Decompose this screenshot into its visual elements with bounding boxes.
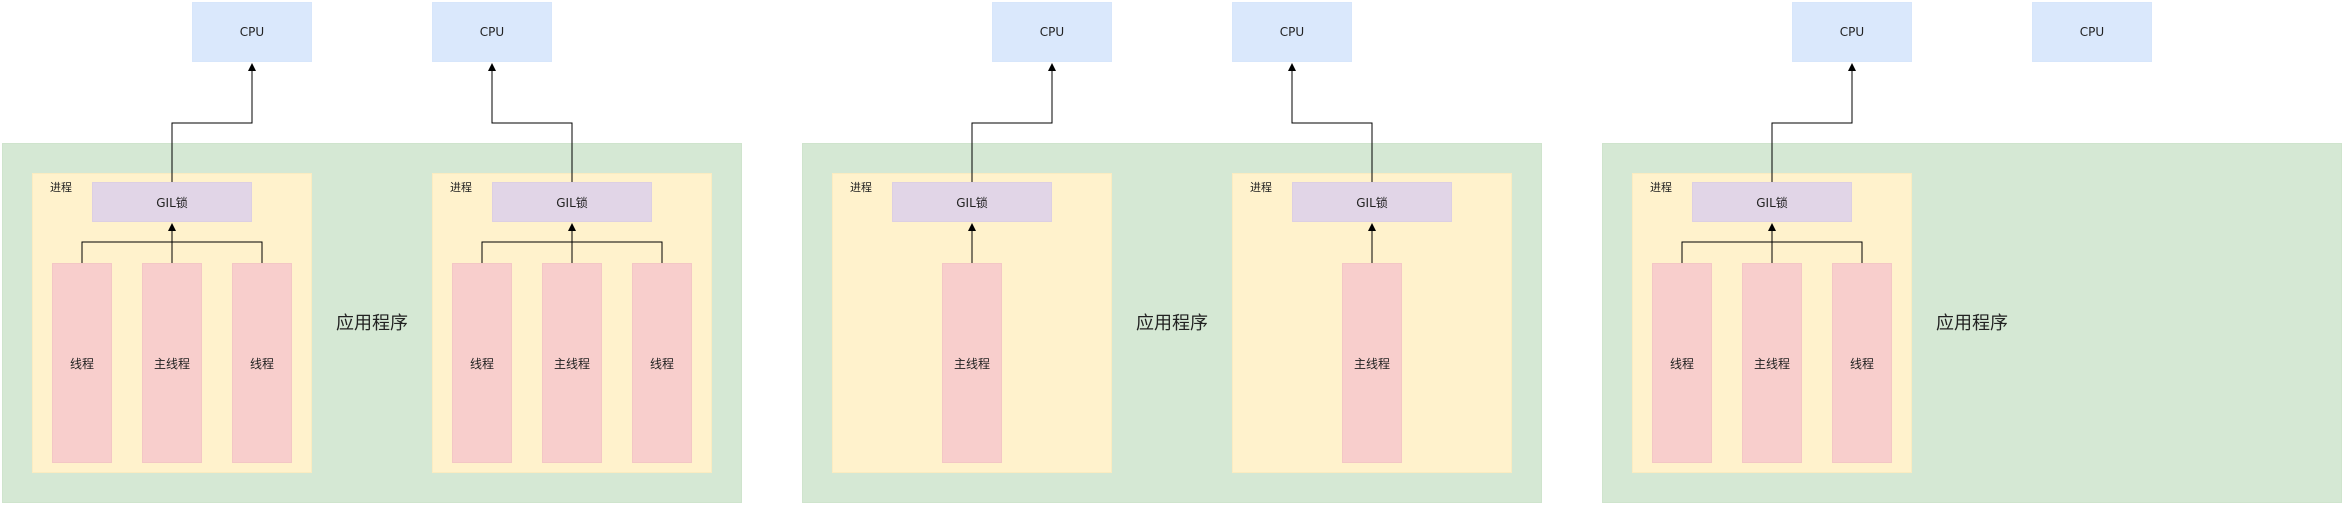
gil-lock-1-2: GIL锁 [492,182,652,222]
cpu-label: CPU [239,25,265,39]
application-label-1: 应用程序 [336,313,408,334]
gil-lock-2-2: GIL锁 [1292,182,1452,222]
main-thread-2-2: 主线程 [1342,263,1402,463]
cpu-1: CPU [192,2,312,62]
gil-label: GIL锁 [156,195,188,210]
thread-label: 线程 [649,356,674,371]
gil-lock-3-1: GIL锁 [1692,182,1852,222]
main-thread-2-1: 主线程 [942,263,1002,463]
cpu-2: CPU [432,2,552,62]
gil-lock-2-1: GIL锁 [892,182,1052,222]
thread-label: 线程 [469,356,494,371]
application-label-3: 应用程序 [1936,313,2008,334]
edge-gil-to-cpu-4 [1288,63,1373,182]
cpu-label: CPU [479,25,505,39]
cpu-label: CPU [1839,25,1865,39]
thread-1-2-a: 线程 [452,263,512,463]
gil-label: GIL锁 [956,195,988,210]
cpu-label: CPU [1039,25,1065,39]
cpu-4: CPU [1232,2,1352,62]
edge-gil-to-cpu-5 [1771,63,1856,182]
thread-label: 线程 [1849,356,1874,371]
thread-3-1-b: 线程 [1832,263,1892,463]
edge-gil-to-cpu-2 [488,63,573,182]
thread-1-1-a: 线程 [52,263,112,463]
cpu-3: CPU [992,2,1112,62]
main-thread-1-1: 主线程 [142,263,202,463]
process-label-1-2: 进程 [450,181,472,194]
main-thread-3-1: 主线程 [1742,263,1802,463]
process-label-2-2: 进程 [1250,181,1272,194]
cpu-5: CPU [1792,2,1912,62]
thread-label: 线程 [1669,356,1694,371]
edge-gil-to-cpu-1 [171,63,256,182]
main-thread-label: 主线程 [953,356,990,371]
process-label-2-1: 进程 [850,181,872,194]
gil-lock-1-1: GIL锁 [92,182,252,222]
main-thread-1-2: 主线程 [542,263,602,463]
cpu-label: CPU [2079,25,2105,39]
edge-gil-to-cpu-3 [971,63,1056,182]
main-thread-label: 主线程 [1353,356,1390,371]
thread-label: 线程 [249,356,274,371]
application-label-2: 应用程序 [1136,313,1208,334]
process-label-1-1: 进程 [50,181,72,194]
gil-label: GIL锁 [1756,195,1788,210]
thread-1-1-b: 线程 [232,263,292,463]
main-thread-label: 主线程 [553,356,590,371]
thread-1-2-b: 线程 [632,263,692,463]
thread-label: 线程 [69,356,94,371]
cpu-label: CPU [1279,25,1305,39]
gil-label: GIL锁 [556,195,588,210]
main-thread-label: 主线程 [1753,356,1790,371]
thread-3-1-a: 线程 [1652,263,1712,463]
cpu-6: CPU [2032,2,2152,62]
gil-label: GIL锁 [1356,195,1388,210]
process-label-3-1: 进程 [1650,181,1672,194]
main-thread-label: 主线程 [153,356,190,371]
